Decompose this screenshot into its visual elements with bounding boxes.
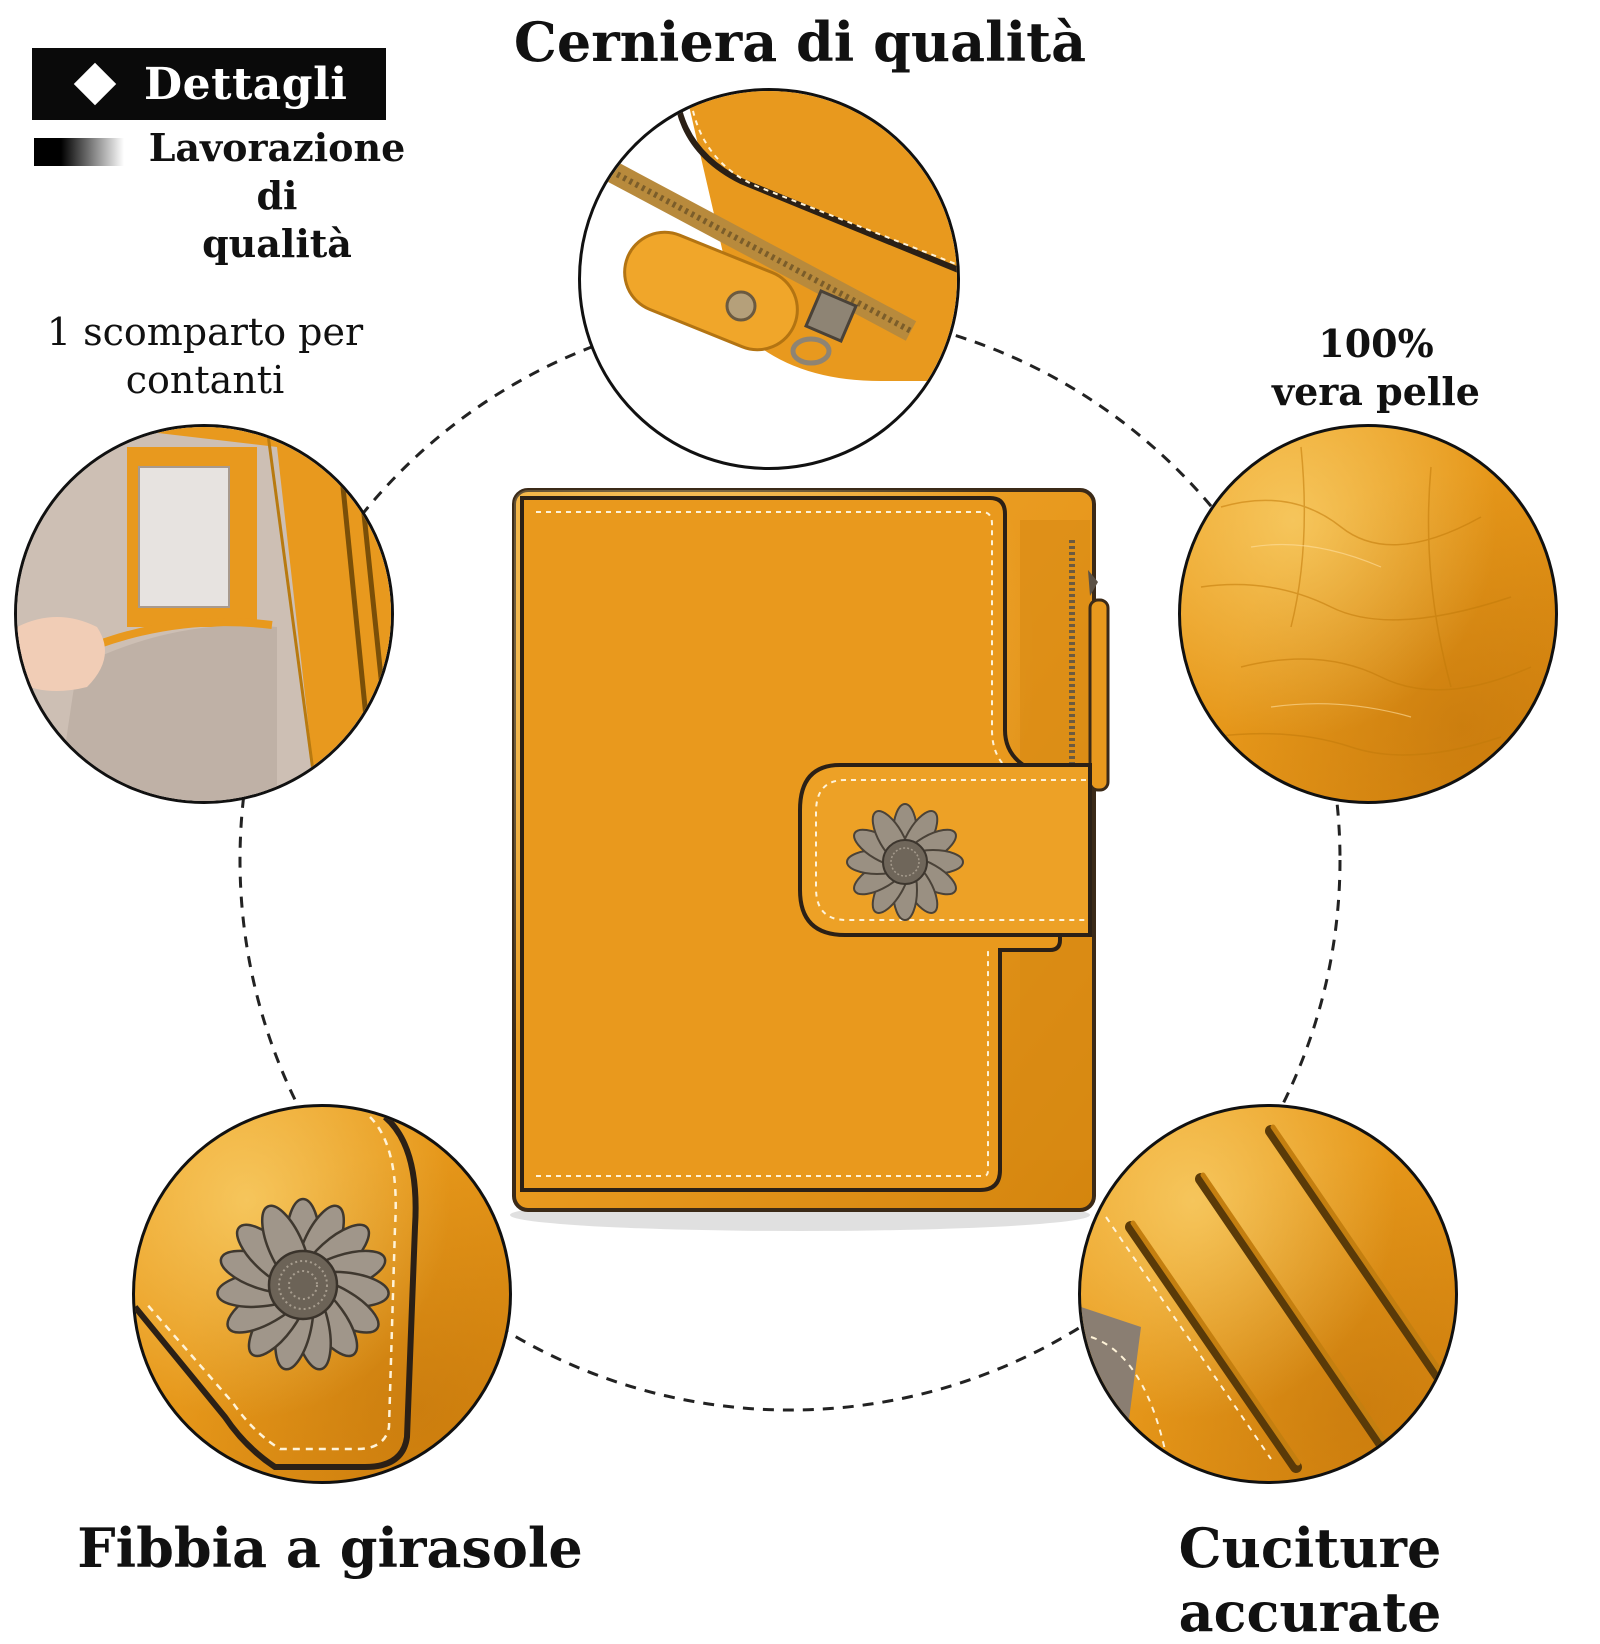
details-badge: Dettagli xyxy=(32,48,386,120)
buckle-detail-image xyxy=(135,1114,419,1470)
leather-label-line-2: vera pelle xyxy=(1272,369,1480,414)
wallet-main-image xyxy=(510,488,1110,1231)
leather-texture-image xyxy=(1200,446,1532,756)
cash-compartment-detail-image xyxy=(17,427,391,801)
dashed-ring xyxy=(238,308,1342,1412)
cash-compartment-detail-circle xyxy=(14,424,394,804)
buckle-detail-circle xyxy=(132,1104,512,1484)
cash-compartment-label: 1 scomparto per contanti xyxy=(30,308,380,404)
buckle-label: Fibbia a girasole xyxy=(77,1516,583,1580)
leather-label-line-1: 100% xyxy=(1318,321,1434,366)
accent-bar xyxy=(34,138,124,166)
sunflower-button-icon xyxy=(846,803,964,921)
cash-label-line-1: 1 scomparto per xyxy=(46,310,364,354)
stitching-detail-image xyxy=(1081,1124,1455,1481)
cash-label-line-2: contanti xyxy=(125,358,285,402)
subtitle-line-2: qualità xyxy=(202,221,352,266)
zipper-detail-image xyxy=(605,91,957,381)
leather-texture-detail-circle xyxy=(1178,424,1558,804)
stitching-detail-circle xyxy=(1078,1104,1458,1484)
subtitle-line-1: Lavorazione di xyxy=(148,125,406,218)
zipper-detail-circle xyxy=(578,88,960,470)
quality-subtitle: Lavorazione di qualità xyxy=(122,124,432,268)
badge-label: Dettagli xyxy=(144,58,348,110)
leather-label: 100% vera pelle xyxy=(1226,320,1526,416)
zipper-label: Cerniera di qualità xyxy=(513,10,1087,74)
